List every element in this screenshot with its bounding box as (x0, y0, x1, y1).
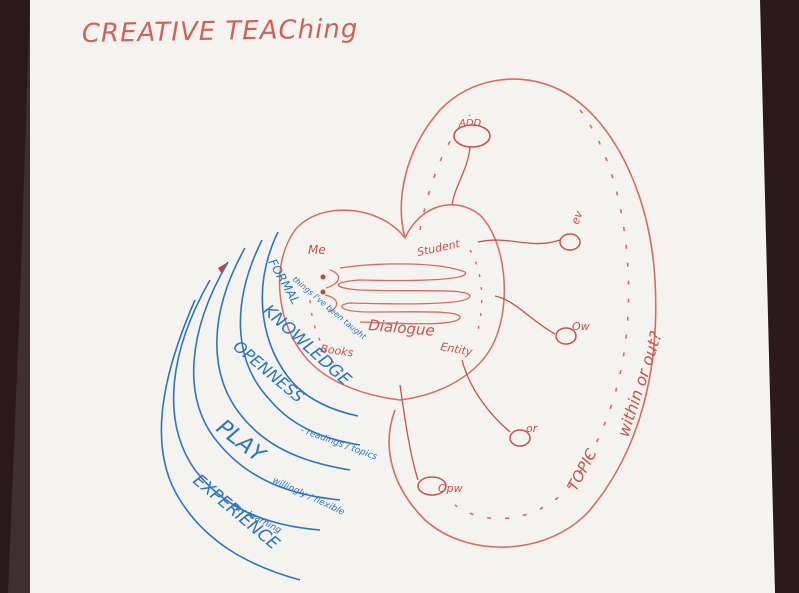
label-add: ADD (458, 118, 482, 129)
paper-shadow-left (0, 0, 30, 593)
bullet-dot-1 (321, 275, 326, 280)
label-me: Me (308, 243, 326, 257)
paper-sheet (8, 0, 775, 593)
bullet-dot-2 (321, 290, 326, 295)
page-title: CREATIVE TEAChing (82, 14, 359, 49)
label-or: or (526, 422, 539, 435)
label-ow: Ow (572, 320, 590, 333)
label-opw: Opw (438, 482, 463, 495)
